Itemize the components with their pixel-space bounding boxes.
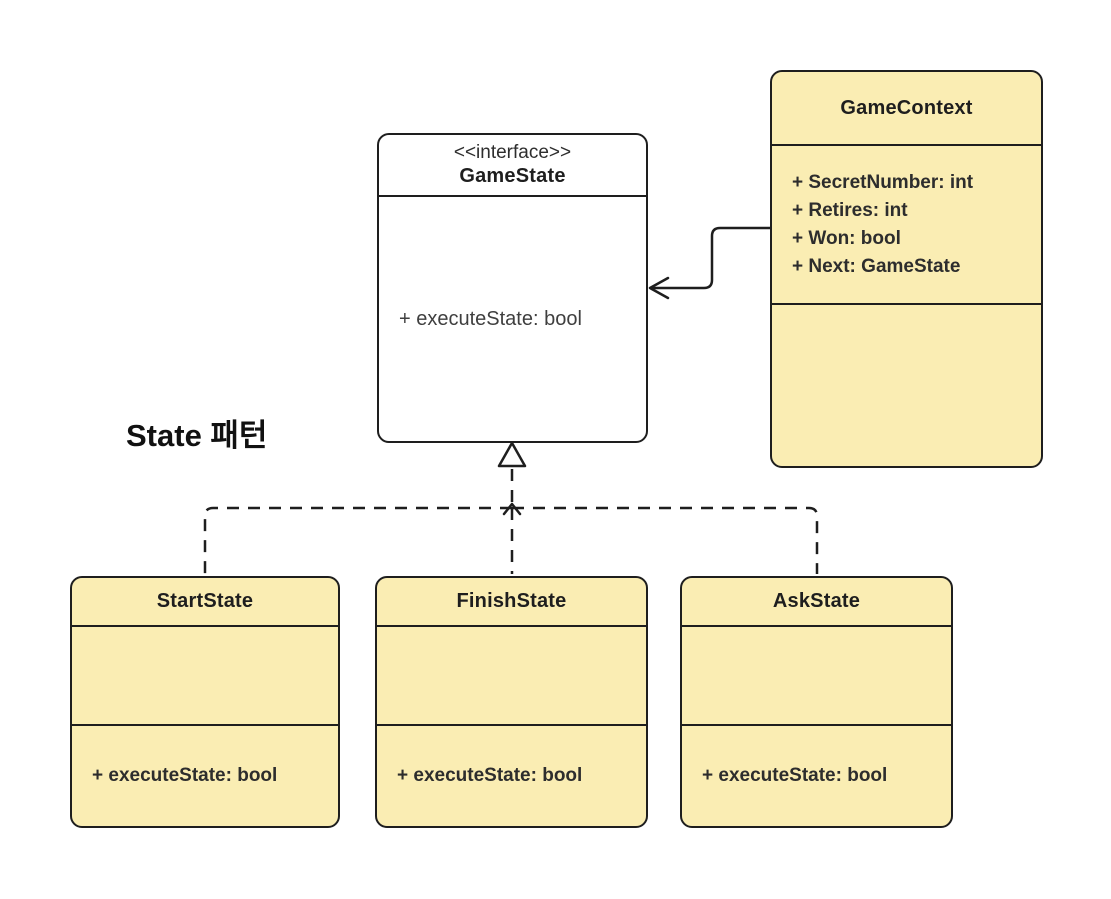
class-box-startstate: StartState + executeState: bool: [70, 576, 340, 828]
gamestate-stereotype: <<interface>>: [453, 142, 572, 163]
diagram-title: State 패턴: [126, 418, 268, 453]
startstate-header: StartState: [72, 578, 338, 627]
gamecontext-name: GameContext: [840, 96, 973, 119]
realization-line-left: [203, 506, 512, 574]
gamecontext-attribute: + Retires: int: [792, 199, 908, 221]
gamecontext-header: GameContext: [772, 72, 1041, 146]
association-line: [651, 226, 772, 290]
finishstate-name: FinishState: [456, 590, 567, 612]
gamestate-name: GameState: [459, 165, 566, 187]
startstate-method: + executeState: bool: [92, 765, 278, 786]
inheritance-triangle-icon: [497, 441, 527, 468]
finishstate-header: FinishState: [377, 578, 646, 627]
gamecontext-attribute: + Next: GameState: [792, 255, 961, 277]
gamestate-method: + executeState: bool: [399, 307, 582, 330]
class-box-gamestate: <<interface>> GameState + executeState: …: [377, 133, 648, 443]
askstate-header: AskState: [682, 578, 951, 627]
gamecontext-attributes-section: + SecretNumber: int + Retires: int + Won…: [772, 146, 1041, 305]
askstate-method: + executeState: bool: [702, 765, 888, 786]
gamecontext-methods-section: [772, 305, 1041, 466]
finishstate-method: + executeState: bool: [397, 765, 583, 786]
gamecontext-attribute: + Won: bool: [792, 227, 901, 249]
askstate-attributes-section: [682, 627, 951, 726]
finishstate-attributes-section: [377, 627, 646, 726]
startstate-attributes-section: [72, 627, 338, 726]
junction-chevron-icon: [502, 502, 522, 516]
realization-line-right: [512, 506, 819, 574]
gamestate-methods-section: + executeState: bool: [379, 197, 646, 441]
class-box-finishstate: FinishState + executeState: bool: [375, 576, 648, 828]
askstate-name: AskState: [772, 590, 861, 612]
gamecontext-attribute: + SecretNumber: int: [792, 171, 974, 193]
startstate-methods-section: + executeState: bool: [72, 726, 338, 826]
association-arrowhead-icon: [648, 276, 670, 300]
gamestate-header: <<interface>> GameState: [379, 135, 646, 197]
class-box-gamecontext: GameContext + SecretNumber: int + Retire…: [770, 70, 1043, 468]
class-box-askstate: AskState + executeState: bool: [680, 576, 953, 828]
startstate-name: StartState: [156, 590, 254, 612]
askstate-methods-section: + executeState: bool: [682, 726, 951, 826]
finishstate-methods-section: + executeState: bool: [377, 726, 646, 826]
